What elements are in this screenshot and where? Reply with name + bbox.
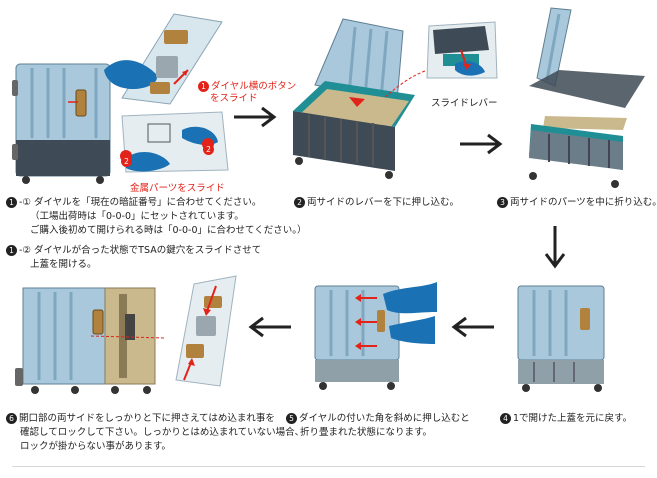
suitcase-open-lever-illustration (293, 18, 426, 179)
dial-lock-closeup (104, 13, 223, 105)
bottom-divider (12, 466, 645, 467)
slide-metal-callout: 金属パーツをスライド (130, 183, 225, 194)
step6-line2: 確認してロックして下さい。しっかりとはめ込まれていない場合、 (20, 427, 305, 438)
suitcase-push-corner-illustration (314, 282, 437, 390)
slide-lever-closeup (426, 21, 498, 79)
arrow-left-icon (451, 316, 494, 338)
suitcase-locked-illustration (15, 287, 166, 394)
badge-2-a: 2 (121, 151, 134, 170)
suitcase-lid-returned-illustration (517, 285, 605, 392)
step1-line5: 上蓋を開ける。 (30, 259, 97, 270)
step1-line3: ご購入後初めて開けられる時は「0-0-0」に合わせてください。） (30, 225, 307, 236)
slide-lever-label: スライドレバー (431, 98, 498, 109)
arrow-right-icon (234, 106, 277, 128)
step1-line4: 1-② ダイヤルが合った状態でTSAの鍵穴をスライドさせて (6, 244, 261, 257)
badge-1: 1 (198, 81, 209, 92)
step1-line1: 1-① ダイヤルを「現在の暗証番号」に合わせてください。 (6, 196, 261, 209)
arrow-down-icon (544, 226, 566, 269)
arrow-right-icon (460, 133, 503, 155)
step5-line2: 折り畳まれた状態になります。 (300, 427, 433, 438)
step6-line3: ロックが掛からない事があります。 (20, 441, 172, 452)
suitcase-fold-sides-illustration (529, 7, 645, 188)
badge-2-b: 2 (203, 139, 216, 158)
step1-line2: （工場出荷時は「0-0-0」にセットされています。 (30, 211, 244, 222)
arrow-left-icon (248, 316, 291, 338)
dial-button-callout-2: をスライド (210, 93, 258, 104)
lock-closeup (175, 275, 237, 387)
suitcase-closed-illustration (12, 63, 111, 184)
metal-part-closeup (120, 111, 229, 173)
